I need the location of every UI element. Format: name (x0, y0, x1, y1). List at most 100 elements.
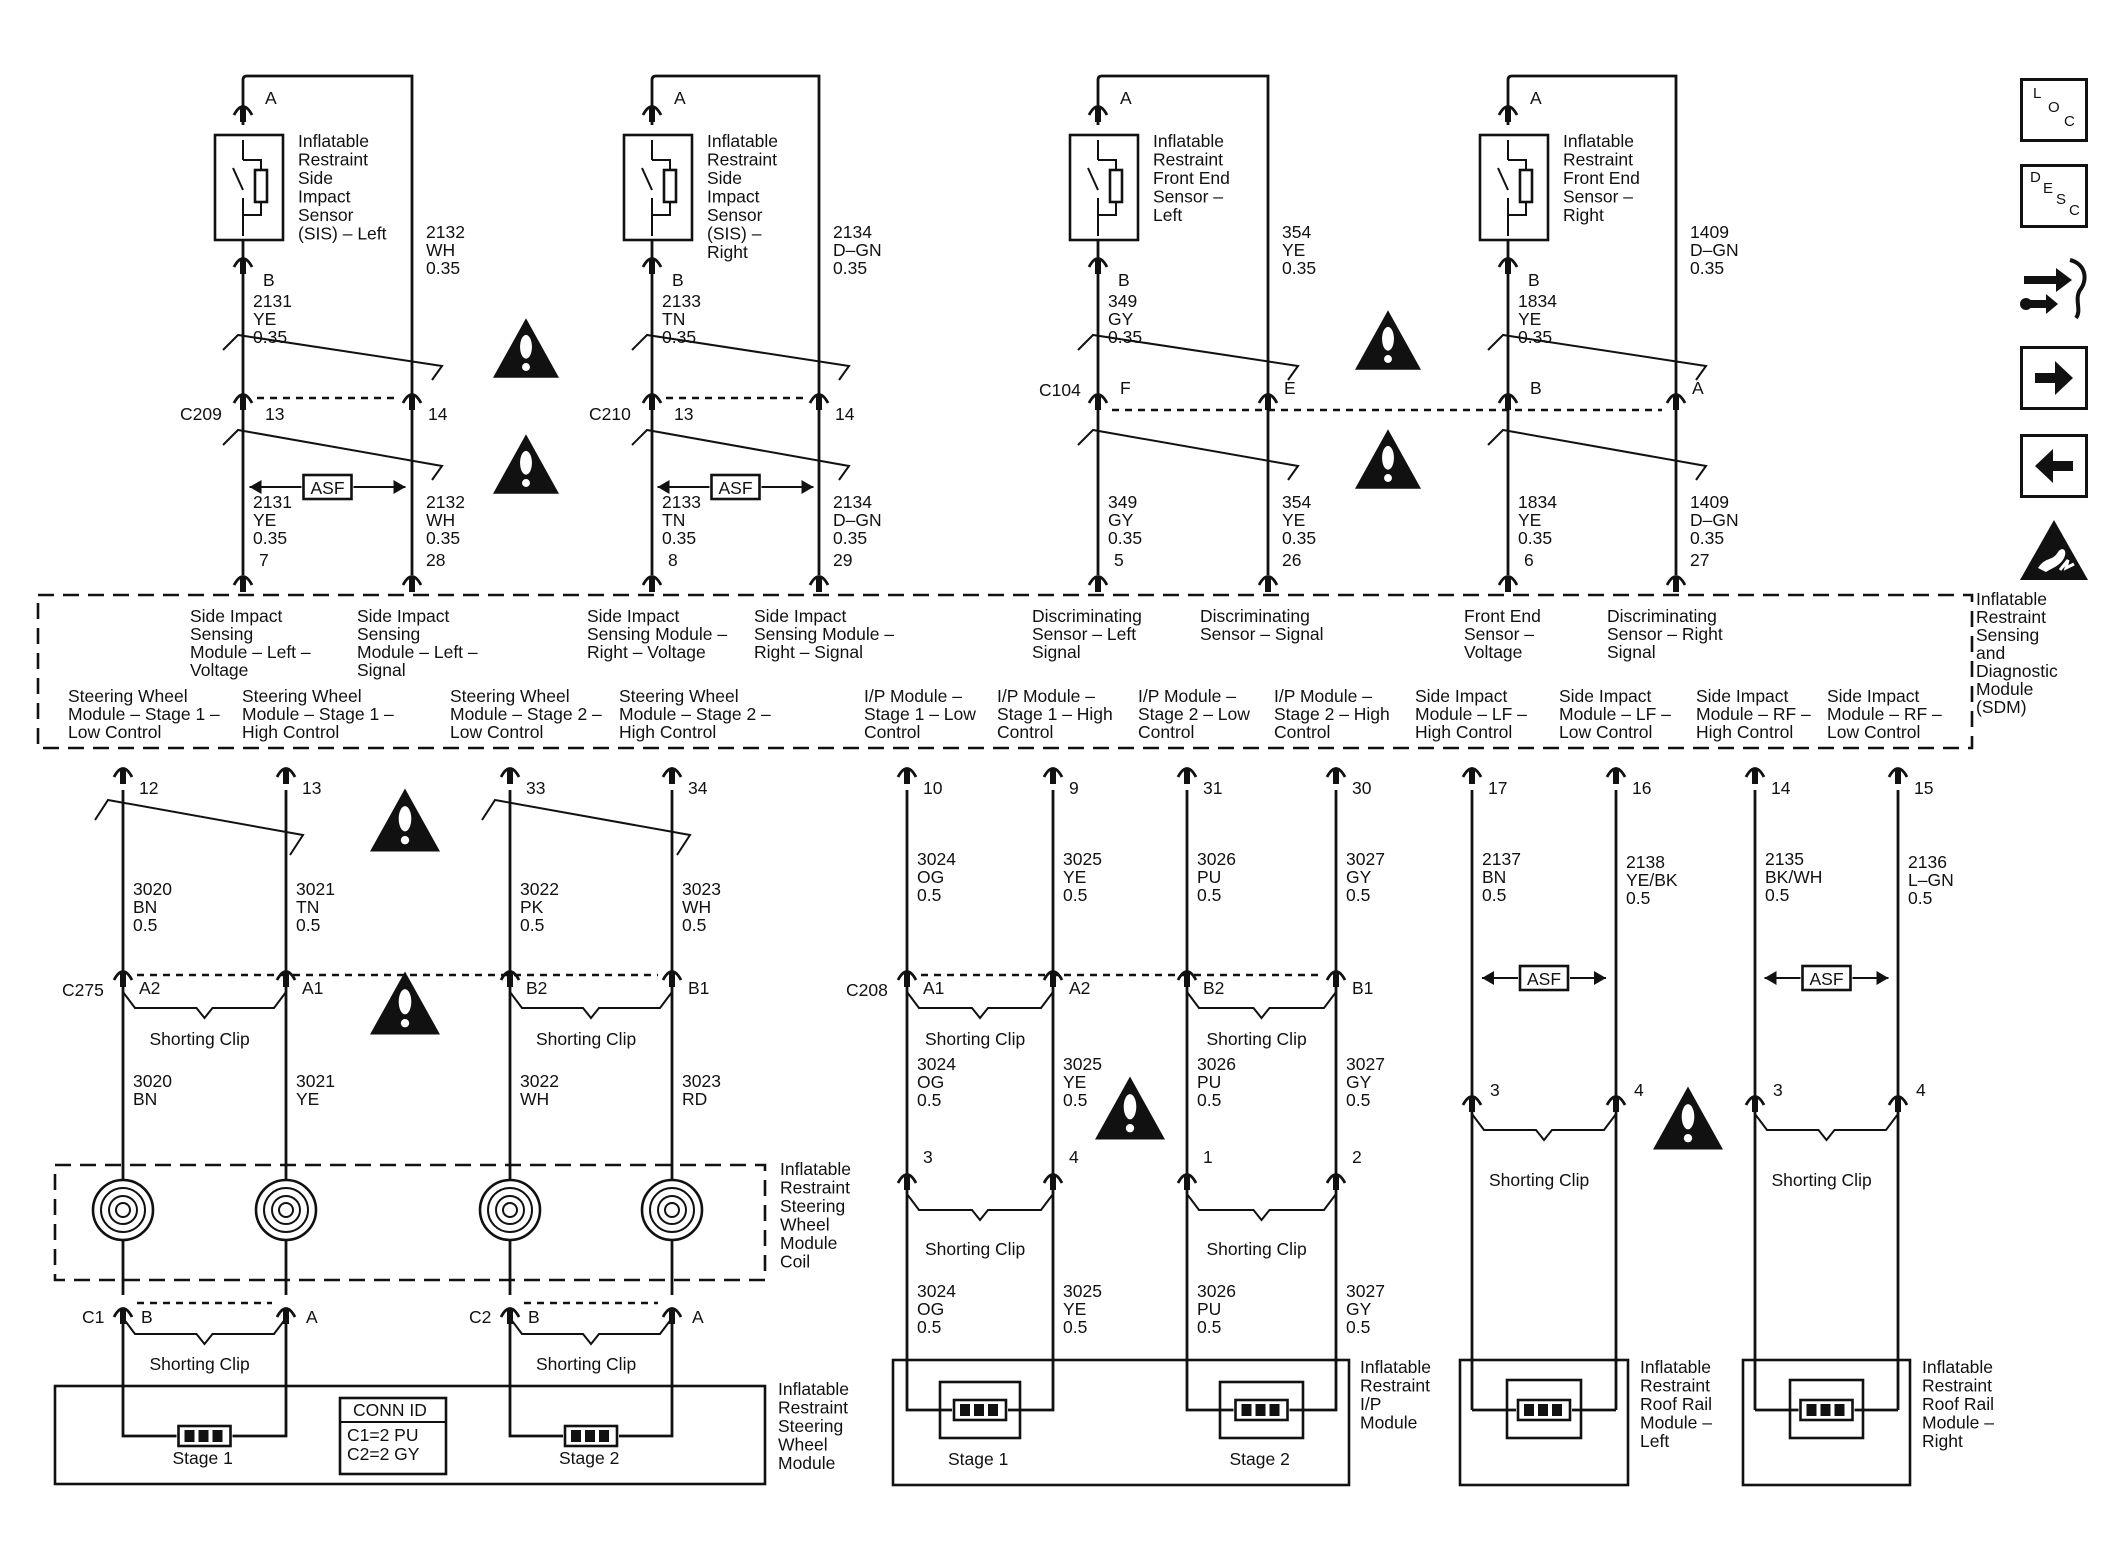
sensor-name: (SIS) – (707, 224, 762, 244)
previous-page-button[interactable] (2020, 434, 2088, 498)
sensor-name: Restraint (1153, 150, 1223, 170)
sdm-top-pin: 29 (833, 550, 852, 570)
wire-label-upper-b: 0.35 (426, 258, 460, 278)
sdm-circuit-label: Side Impact (1415, 686, 1508, 706)
ip-wire-label-upper: 3027 (1346, 849, 1385, 869)
connector-pin-b: 14 (835, 404, 855, 424)
inline-connector-terminal-pin (1095, 394, 1101, 410)
sensor-terminal-label: A (265, 88, 277, 108)
steering-wire-label-lower: 3021 (296, 1071, 335, 1091)
roofrail-squib-housing (1505, 1378, 1583, 1440)
roofrail-squib-housing (1788, 1378, 1865, 1440)
ip-wire-label-mid: 0.5 (1346, 1090, 1370, 1110)
coil-spiral (664, 1202, 680, 1218)
roofrail-wire-label-b: 0.5 (1626, 888, 1650, 908)
steering-wire-label-upper: 0.5 (296, 915, 320, 935)
sdm-bottom-pin: 16 (1632, 778, 1651, 798)
ip-module-terminal-pin (1050, 1174, 1056, 1190)
ip-stage-label: Stage 2 (1230, 1449, 1290, 1469)
sensor-housing (622, 133, 694, 242)
roofrail-asf-label: ASF (1810, 969, 1844, 989)
ip-module-name: Inflatable (1360, 1357, 1431, 1377)
sdm-circuit-label: Module – LF – (1415, 704, 1527, 724)
warning-dot (1683, 1133, 1693, 1143)
wire-label-lower-a: 1834 (1518, 492, 1557, 512)
wire-label-upper-b: 1409 (1690, 222, 1729, 242)
sdm-circuit-label: Sensor – (1464, 624, 1534, 644)
esd-caution-icon[interactable] (2016, 516, 2092, 586)
wire-label-lower-a: 0.35 (253, 528, 287, 548)
desc-button[interactable]: D E S C (2020, 164, 2088, 228)
steering-wire-label-lower: 3020 (133, 1071, 172, 1091)
sdm-circuit-label: Signal (1032, 642, 1081, 662)
sensor-terminal-a-pin (1095, 106, 1101, 122)
module-pin-a: A (306, 1307, 318, 1327)
sdm-bottom-terminal-pin (1469, 768, 1475, 784)
warning-dot (400, 835, 410, 845)
sdm-bottom-pin: 13 (302, 778, 321, 798)
asf-arrowhead (657, 480, 670, 494)
loc-button[interactable]: L O C (2020, 78, 2088, 142)
text-layer: InflatableRestraintSensingandDiagnosticM… (62, 88, 2058, 1473)
roofrail-asf-label: ASF (1527, 969, 1561, 989)
steering-wire-label-lower: YE (296, 1089, 319, 1109)
ip-module-pin: 2 (1352, 1147, 1362, 1167)
module-connector-id: C2 (469, 1307, 491, 1327)
warning-mark (1681, 1104, 1695, 1130)
wire-label-upper-b: 2132 (426, 222, 465, 242)
inline-connector-terminal-pin (409, 394, 415, 410)
sdm-bottom-terminal-pin (904, 768, 910, 784)
ip-wire-label-mid: 3024 (917, 1054, 956, 1074)
sdm-circuit-label: Right – Voltage (587, 642, 706, 662)
shorting-clip-label: Shorting Clip (925, 1029, 1025, 1049)
ip-wire-label-mid: 0.5 (1197, 1090, 1221, 1110)
roofrail-squib (1516, 1398, 1572, 1422)
roofrail-wire-label-b: L–GN (1908, 870, 1954, 890)
roofrail-module-outline (1458, 1358, 1630, 1487)
squib-wire (1008, 1405, 1055, 1412)
steering-c275-terminal-pin (507, 971, 513, 987)
sdm-top-terminal-pin (1673, 576, 1679, 592)
sdm-circuit-label: Module – RF – (1827, 704, 1942, 724)
sensor-switch (232, 140, 262, 236)
previous-page-icon (2035, 449, 2073, 483)
coil-outer (640, 1178, 704, 1242)
squib-cell (1255, 1404, 1266, 1416)
sensor-name: Side (298, 168, 333, 188)
connector-end-view-icon[interactable] (2016, 254, 2092, 324)
wire-label-lower-a: GY (1108, 510, 1134, 530)
roofrail-wire-label-a: 0.5 (1765, 885, 1789, 905)
module-pin-a: A (692, 1307, 704, 1327)
sdm-top-pin: 26 (1282, 550, 1301, 570)
steering-wire-label-upper: WH (682, 897, 711, 917)
sensor-resistor (1108, 168, 1124, 204)
sdm-top-pin: 8 (668, 550, 678, 570)
connector-pin-a: F (1120, 378, 1131, 398)
shorting-clip (122, 991, 287, 1020)
sdm-circuit-label: Low Control (68, 722, 161, 742)
wire-label-lower-a: TN (662, 510, 685, 530)
sensor-signal-wire (1506, 74, 1678, 575)
roofrail-module-name: Right (1922, 1431, 1963, 1451)
steering-wire-label-upper: 0.5 (520, 915, 544, 935)
shorting-clip-label: Shorting Clip (1772, 1170, 1872, 1190)
conn-id-box (338, 1396, 448, 1476)
next-page-button[interactable] (2020, 346, 2088, 410)
sdm-bottom-pin: 30 (1352, 778, 1372, 798)
wire-label-lower-b: D–GN (1690, 510, 1739, 530)
squib-cell (1552, 1404, 1562, 1416)
roofrail-module-name: Roof Rail (1640, 1394, 1712, 1414)
ip-wire-label-lower: 0.5 (1197, 1317, 1221, 1337)
sdm-bottom-pin: 9 (1069, 778, 1079, 798)
wire-label-lower-b: 0.35 (426, 528, 460, 548)
roofrail-module-name: Restraint (1640, 1376, 1710, 1396)
sdm-circuit-label: High Control (242, 722, 339, 742)
sensor-name: (SIS) – Left (298, 224, 387, 244)
steering-coil-name: Restraint (780, 1178, 850, 1198)
sdm-module-name: Restraint (1976, 607, 2046, 627)
ip-wire-label-lower: YE (1063, 1299, 1086, 1319)
sdm-circuit-label: Side Impact (587, 606, 680, 626)
sdm-circuit-label: I/P Module – (1274, 686, 1372, 706)
sdm-circuit-label: Stage 2 – Low (1138, 704, 1250, 724)
roofrail-wire-label-a: BN (1482, 867, 1506, 887)
